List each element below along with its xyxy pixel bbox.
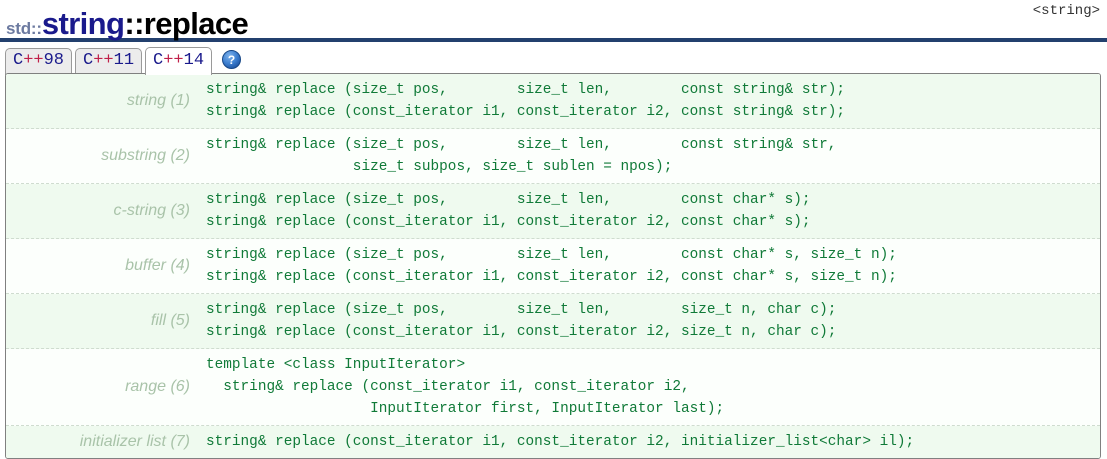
signature-label: initializer list (7): [79, 433, 190, 450]
title-class: string: [41, 6, 125, 41]
tab-cpp11[interactable]: C++11: [75, 48, 143, 75]
tab-cpp11-c: C: [83, 51, 94, 70]
signature-label: buffer (4): [125, 257, 190, 274]
signature-row: fill (5) string& replace (size_t pos, si…: [6, 294, 1100, 349]
signature-row: buffer (4) string& replace (size_t pos, …: [6, 239, 1100, 294]
signature-code: string& replace (size_t pos, size_t len,…: [206, 192, 811, 230]
tab-cpp14-c: C: [153, 51, 164, 70]
signature-code: string& replace (size_t pos, size_t len,…: [206, 82, 846, 120]
tab-cpp14-num: 14: [183, 51, 205, 70]
signature-code: template <class InputIterator> string& r…: [206, 357, 725, 417]
signature-label: range (6): [125, 378, 190, 395]
title-divider: [0, 38, 1107, 42]
signature-code: string& replace (size_t pos, size_t len,…: [206, 302, 837, 340]
tab-cpp11-num: 11: [113, 51, 135, 70]
signature-row: string (1) string& replace (size_t pos, …: [6, 74, 1100, 129]
signature-label: substring (2): [101, 147, 190, 164]
signature-row: range (6) template <class InputIterator>…: [6, 349, 1100, 426]
tab-cpp14-plus: ++: [163, 51, 184, 70]
tab-cpp98[interactable]: C++98: [5, 48, 73, 75]
signature-row: initializer list (7) string& replace (co…: [6, 426, 1100, 458]
svg-text:?: ?: [228, 53, 235, 67]
standard-version-tabbar: C++98 C++11 C++14 ?: [0, 47, 1107, 75]
signature-label: string (1): [126, 92, 190, 109]
header-include: <string>: [1032, 3, 1100, 19]
page-title: std::string::replace: [6, 6, 249, 41]
signature-list: string (1) string& replace (size_t pos, …: [5, 73, 1101, 459]
tab-cpp98-plus: ++: [23, 51, 44, 70]
help-icon[interactable]: ?: [222, 50, 242, 69]
signature-code: string& replace (size_t pos, size_t len,…: [206, 137, 837, 175]
tab-cpp11-plus: ++: [93, 51, 114, 70]
signature-code: string& replace (size_t pos, size_t len,…: [206, 247, 897, 285]
title-member: ::replace: [124, 6, 249, 41]
tab-cpp98-c: C: [13, 51, 24, 70]
signature-row: c-string (3) string& replace (size_t pos…: [6, 184, 1100, 239]
page-header: std::string::replace <string>: [0, 0, 1107, 41]
signature-label: fill (5): [150, 312, 190, 329]
tab-cpp14[interactable]: C++14: [145, 47, 213, 75]
title-namespace: std::: [6, 19, 42, 38]
signature-row: substring (2) string& replace (size_t po…: [6, 129, 1100, 184]
signature-label: c-string (3): [113, 202, 190, 219]
signature-code: string& replace (const_iterator i1, cons…: [206, 434, 915, 450]
tab-cpp98-num: 98: [43, 51, 65, 70]
